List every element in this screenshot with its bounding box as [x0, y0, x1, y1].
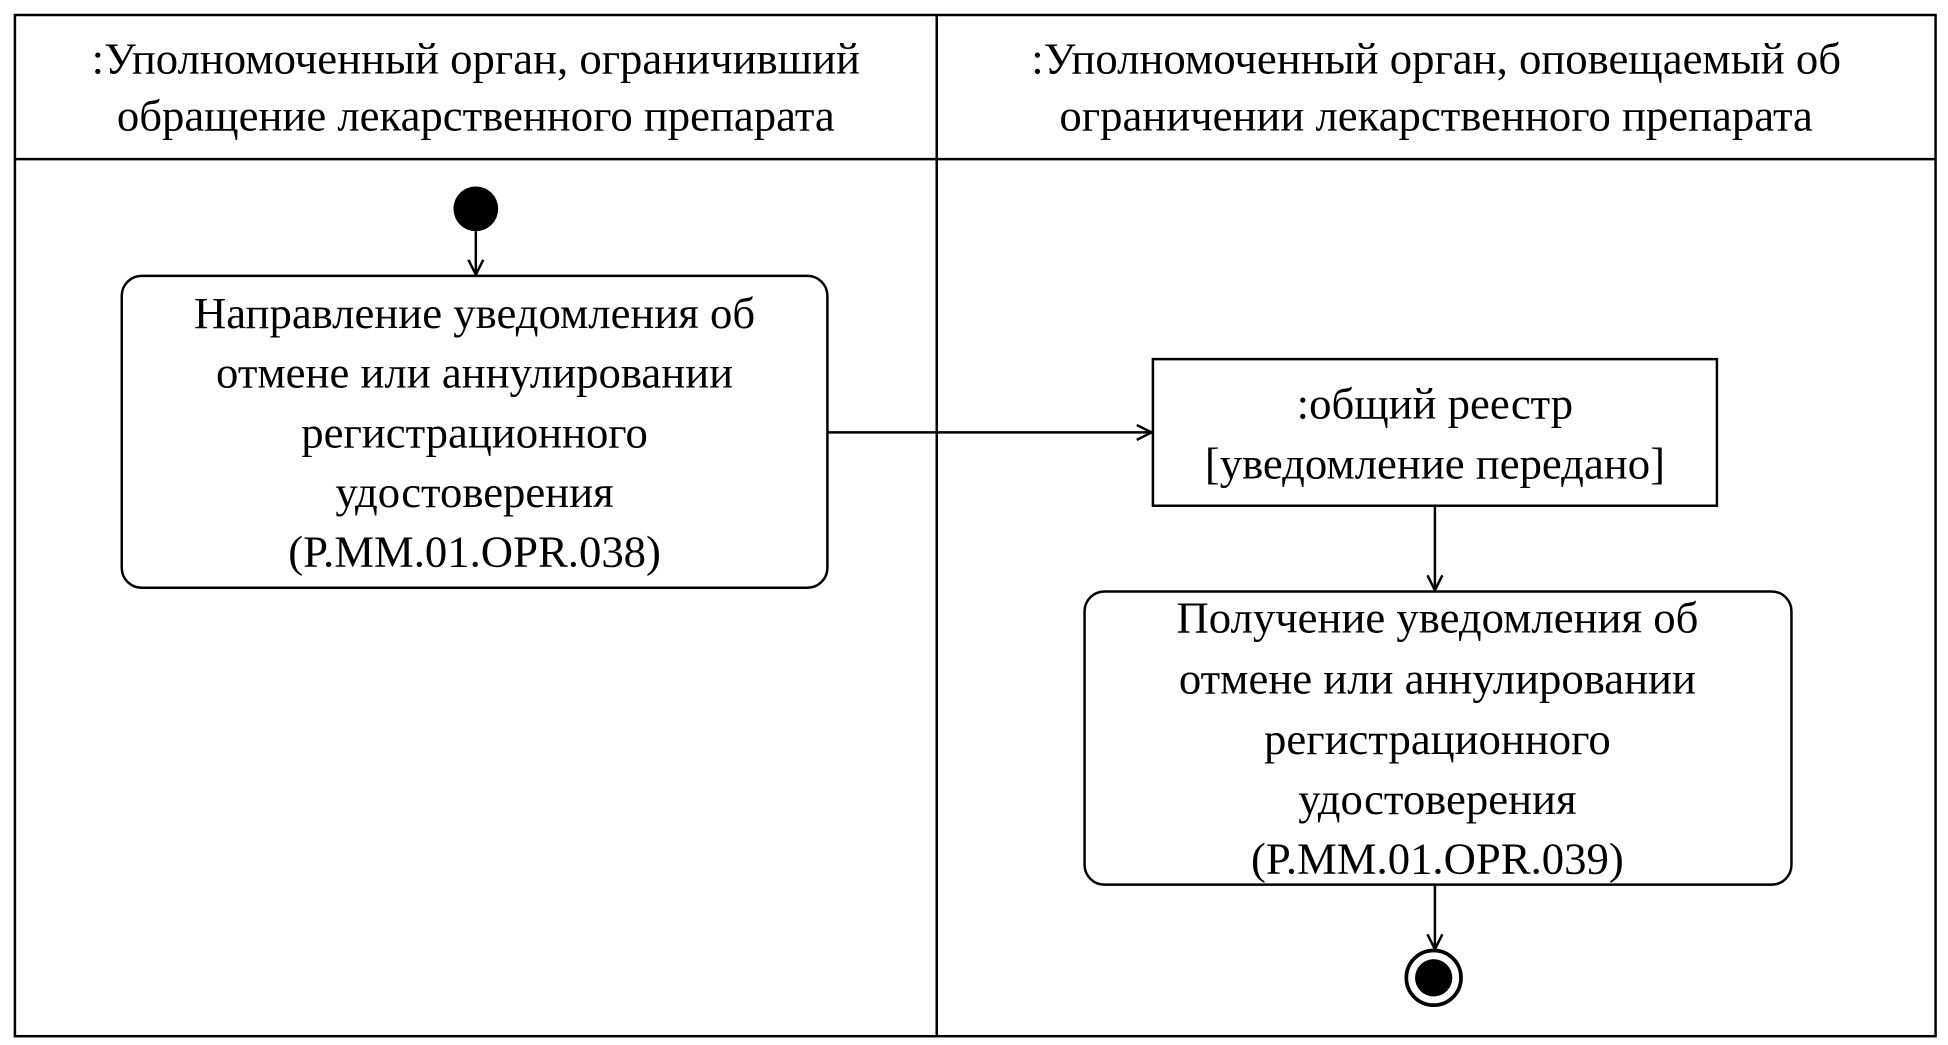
action-text-line: удостоверения	[1298, 774, 1576, 824]
swimlane-header-1: :Уполномоченный орган, ограничивший обра…	[92, 33, 860, 140]
action-text-line: (P.MM.01.OPR.038)	[288, 527, 661, 577]
lane-title-line: ограничении лекарственного препарата	[1059, 91, 1813, 141]
lane-title-line: :Уполномоченный орган, ограничивший	[92, 33, 860, 83]
object-node-registry: :общий реестр [уведомление передано]	[1151, 357, 1719, 507]
diagram-frame	[13, 13, 1937, 1038]
action-text-line: отмене или аннулировании	[1179, 653, 1696, 703]
action-send-notification: Направление уведомления об отмене или ан…	[120, 274, 829, 589]
action-text-line: регистрационного	[301, 407, 648, 457]
action-box	[1083, 590, 1793, 886]
lane-title-line: :Уполномоченный орган, оповещаемый об	[1031, 33, 1841, 83]
lane-title-line: обращение лекарственного препарата	[117, 91, 835, 141]
object-text-line: [уведомление передано]	[1205, 438, 1665, 488]
action-text-line: удостоверения	[335, 467, 613, 517]
object-text-line: :общий реестр	[1297, 379, 1573, 429]
initial-node	[453, 186, 499, 232]
action-text-line: Получение уведомления об	[1176, 592, 1698, 642]
action-text-line: Направление уведомления об	[194, 288, 755, 338]
action-receive-notification: Получение уведомления об отмене или анну…	[1083, 590, 1793, 886]
action-text-line: отмене или аннулировании	[216, 348, 733, 398]
final-node	[1404, 948, 1463, 1008]
action-text-line: регистрационного	[1264, 714, 1611, 764]
action-text-line: (P.MM.01.OPR.039)	[1251, 833, 1624, 883]
swimlane-header-2: :Уполномоченный орган, оповещаемый об ог…	[1031, 33, 1841, 140]
